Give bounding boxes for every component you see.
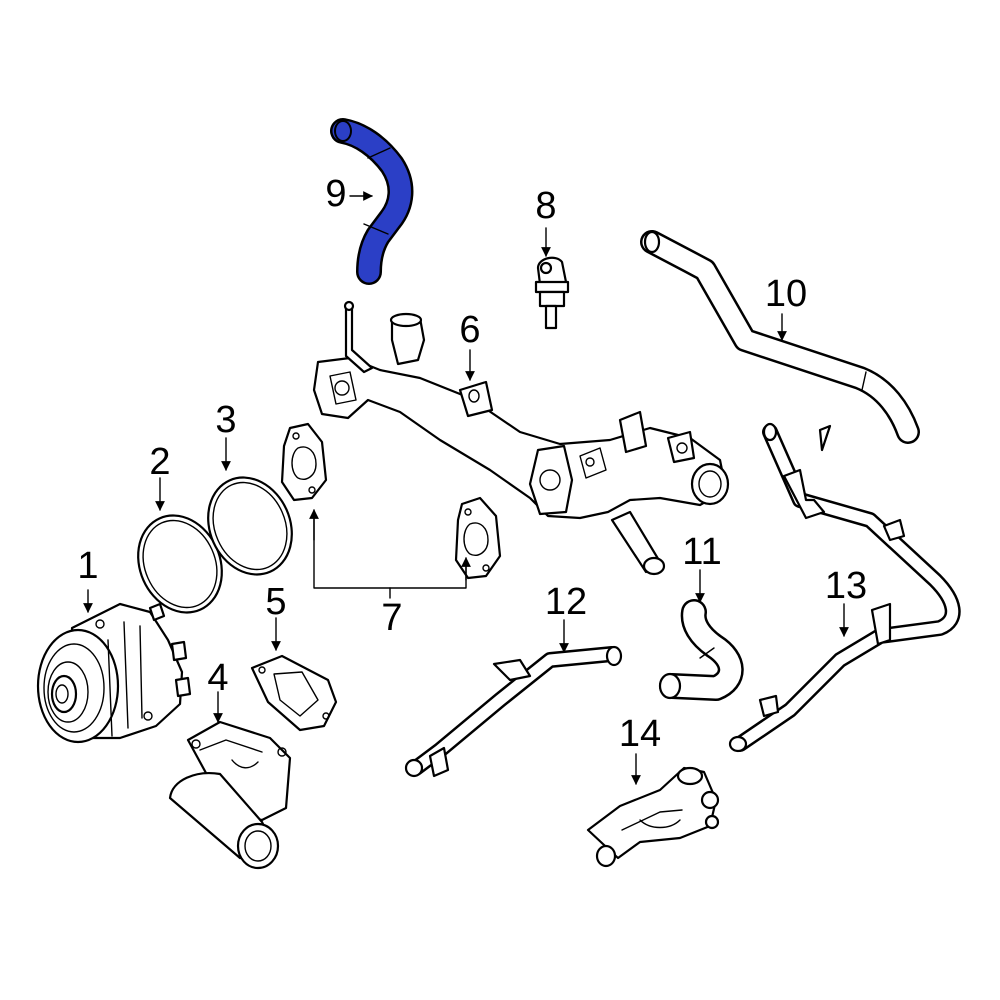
callout-14: 14 — [619, 713, 661, 755]
callout-12: 12 — [545, 581, 587, 623]
callout-9: 9 — [325, 173, 346, 215]
part-5-gasket[interactable] — [250, 654, 338, 732]
part-10-pipe[interactable] — [640, 230, 920, 444]
callout-13: 13 — [825, 565, 867, 607]
callout-10: 10 — [765, 273, 807, 315]
callout-8: 8 — [535, 185, 556, 227]
callout-7: 7 — [381, 597, 402, 639]
callout-5: 5 — [265, 581, 286, 623]
callout-3: 3 — [215, 399, 236, 441]
callout-4: 4 — [207, 657, 228, 699]
callout-2: 2 — [149, 441, 170, 483]
part-6-manifold[interactable] — [312, 300, 730, 576]
part-11-hose[interactable] — [658, 599, 744, 701]
leader-lines — [83, 191, 849, 785]
part-3-o-ring[interactable] — [193, 464, 307, 588]
part-7-gasket-left[interactable] — [280, 422, 328, 502]
callout-labels: 1 2 3 4 5 6 7 8 9 10 11 12 13 14 — [77, 173, 867, 755]
part-9-hose[interactable] — [330, 118, 414, 285]
part-14-housing[interactable] — [586, 766, 720, 868]
leader-7-bracket — [313, 511, 467, 589]
part-4-outlet-housing[interactable] — [168, 720, 292, 870]
callout-11: 11 — [682, 531, 721, 573]
part-12-pipe[interactable] — [404, 645, 623, 778]
part-13-pipe[interactable] — [728, 422, 961, 753]
callout-6: 6 — [459, 309, 480, 351]
part-1-water-pump[interactable] — [36, 602, 192, 744]
callout-1: 1 — [77, 545, 98, 587]
part-7-gasket-right[interactable] — [454, 496, 502, 580]
part-8-sensor[interactable] — [534, 256, 570, 330]
